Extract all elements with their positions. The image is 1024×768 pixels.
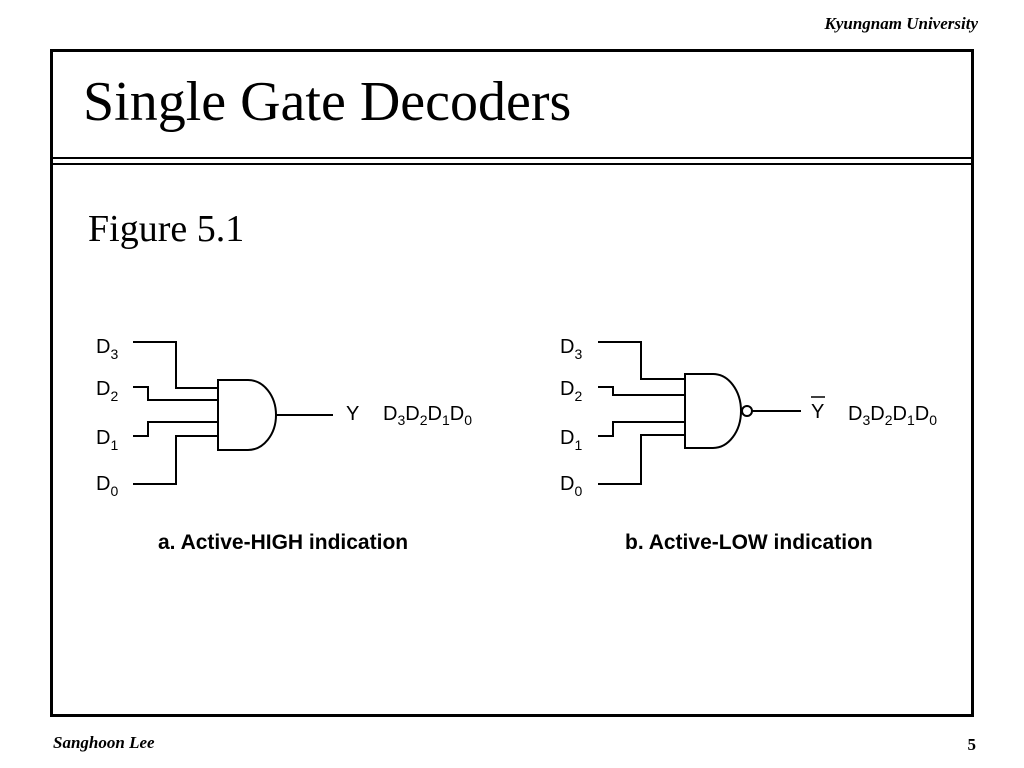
input-label-d1: D1	[560, 427, 582, 453]
title-divider-top	[53, 157, 971, 159]
wire-d2	[133, 386, 218, 401]
header-organization: Kyungnam University	[824, 14, 979, 33]
output-label-y: Y	[346, 403, 359, 425]
caption-active-high: a. Active-HIGH indication	[158, 531, 408, 554]
wire-d1	[133, 421, 218, 437]
input-label-d3: D3	[96, 336, 118, 362]
slide-title: Single Gate Decoders	[83, 71, 572, 133]
output-expression: D3D2D1D0	[383, 403, 472, 428]
title-divider-bottom	[53, 163, 971, 165]
slide-frame: Single Gate Decoders Figure 5.1 D3 D2 D1…	[50, 49, 974, 717]
input-label-d0: D0	[96, 473, 118, 499]
figure-label: Figure 5.1	[88, 208, 245, 250]
output-expression: D3D2D1D0	[848, 403, 937, 428]
inversion-bubble	[741, 405, 753, 417]
diagram-active-high: D3 D2 D1 D0 Y D3D2D1D0 a. Active-HIGH in…	[96, 336, 472, 554]
wire-d3	[133, 341, 218, 389]
input-label-d1: D1	[96, 427, 118, 453]
input-label-d2: D2	[96, 378, 118, 404]
input-label-d0: D0	[560, 473, 582, 499]
footer-author: Sanghoon Lee	[53, 733, 155, 752]
input-label-d3: D3	[560, 336, 582, 362]
diagram-active-low: D3 D2 D1 D0 Y D3D2D1D0 b. Active-LOW ind…	[560, 336, 937, 554]
input-label-d2: D2	[560, 378, 582, 404]
decoder-diagrams: D3 D2 D1 D0 Y D3D2D1D0 a. Active-HIGH in…	[96, 336, 937, 554]
wire-d3	[598, 341, 685, 380]
and-gate	[217, 379, 277, 451]
wire-d0	[133, 435, 218, 485]
wire-d1	[598, 421, 685, 437]
nand-gate	[684, 373, 742, 449]
wire-d2	[598, 386, 685, 396]
page-number: 5	[967, 735, 977, 754]
caption-active-low: b. Active-LOW indication	[625, 531, 873, 554]
output-label-y-bar: Y	[811, 401, 824, 423]
wire-d0	[598, 434, 685, 485]
